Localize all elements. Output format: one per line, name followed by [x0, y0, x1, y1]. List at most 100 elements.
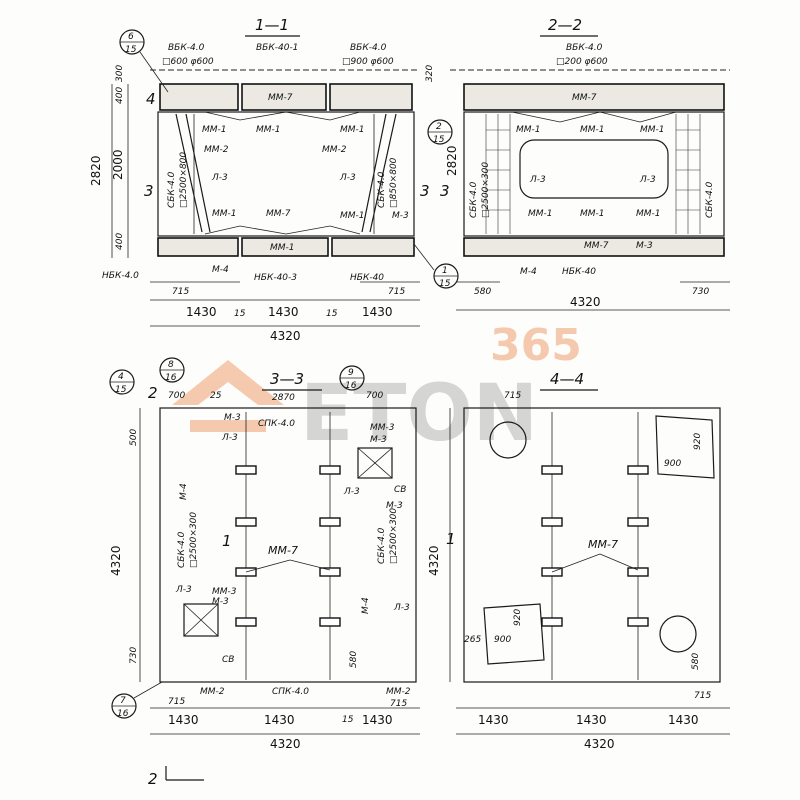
round-hole-top [489, 421, 527, 459]
dim-700-right: 700 [366, 391, 383, 401]
dim-400-bottom: 400 [115, 233, 125, 250]
section-1-1: 1—1 ВБК-4.0 □600 φ600 ВБК-40 [89, 16, 459, 343]
label-l3-s33-c: Л-3 [175, 585, 192, 595]
round-hole-bottom [659, 615, 697, 653]
dim-730-s33: 730 [129, 647, 139, 664]
label-mm7-lower: ММ-7 [266, 209, 291, 219]
label-vbk-left: ВБК-4.0 [168, 43, 205, 53]
dim-920-s44-top: 920 [693, 433, 703, 450]
dim-4320-s11: 4320 [270, 329, 301, 343]
top-slab-middle [241, 83, 327, 111]
dim-25-s33: 25 [210, 391, 222, 401]
label-mm1-lower-left: ММ-1 [212, 209, 237, 219]
label-sbk-s33-right-sub: □2500×300 [389, 508, 399, 564]
label-sbk-s33-left-sub: □2500×300 [189, 512, 199, 568]
label-vbk-right: ВБК-4.0 [350, 43, 387, 53]
dim-1430-b: 1430 [268, 305, 299, 319]
dim-2820-s22: 2820 [445, 145, 459, 176]
label-sbk-right: СБК-4.0 [377, 171, 387, 208]
arrow-label-3-s22: 3 [440, 182, 450, 200]
svg-text:6: 6 [128, 32, 134, 42]
watermark: 365 ETON [172, 320, 582, 459]
section-2-2: 2—2 ВБК-4.0 □200 φ600 ММ-7 ММ-1 ММ-1 ММ-… [425, 16, 730, 311]
dim-700-left: 700 [168, 391, 185, 401]
label-hole-s22: □200 φ600 [556, 57, 608, 67]
label-m3: М-3 [392, 211, 409, 221]
label-m3-s22: М-3 [636, 241, 653, 251]
label-sbk-s33-right: СБК-4.0 [377, 527, 387, 564]
watermark-bar-icon [190, 420, 266, 432]
section-4-4: 4—4 ММ-7 715 900 900 265 920 920 580 715… [427, 370, 730, 751]
label-mm1-s22-b: ММ-1 [580, 125, 605, 135]
label-mm1-s22-e: ММ-1 [580, 209, 605, 219]
label-sbk-s22-left: СБК-4.0 [469, 181, 479, 218]
label-cv-top: СВ [394, 485, 406, 495]
dim-580-s44: 580 [691, 653, 701, 670]
top-slab-right [329, 83, 413, 111]
dim-730-s22: 730 [692, 287, 709, 297]
top-slab-left [159, 83, 239, 111]
svg-text:15: 15 [439, 279, 451, 289]
svg-text:15: 15 [125, 45, 137, 55]
label-mm7-s44: ММ-7 [588, 538, 618, 551]
label-nbk-left: НБК-4.0 [102, 271, 139, 281]
dim-920-s44-bottom: 920 [513, 609, 523, 626]
section-title-2-2: 2—2 [548, 16, 582, 34]
dim-500-s33: 500 [129, 429, 139, 446]
label-l3-s22-left: Л-3 [529, 175, 546, 185]
dim-4320-s44-vert: 4320 [427, 545, 441, 576]
label-m3-s33-c: М-3 [386, 501, 403, 511]
label-l3-s33-b: Л-3 [343, 487, 360, 497]
label-nbk-s22: НБК-40 [562, 267, 596, 277]
label-vbk-middle: ВБК-40-1 [256, 43, 298, 53]
label-l3-left: Л-3 [211, 173, 228, 183]
plan-outline-4-4 [463, 407, 721, 683]
label-sbk-left: СБК-4.0 [167, 171, 177, 208]
arrow-label-1-s44: 1 [446, 530, 456, 548]
label-mm3-s33-d: ММ-3 [212, 587, 237, 597]
dim-1430-s44-c: 1430 [668, 713, 699, 727]
label-mm2-right: ММ-2 [322, 145, 347, 155]
svg-text:16: 16 [345, 381, 357, 391]
svg-text:9: 9 [348, 368, 354, 378]
label-l3-s33-d: Л-3 [393, 603, 410, 613]
label-mm1-c: ММ-1 [340, 125, 365, 135]
dim-400-top: 400 [115, 87, 125, 104]
dim-715-s33-right: 715 [390, 699, 407, 709]
dim-15-a: 15 [234, 309, 246, 319]
label-mm3-s33-b: ММ-3 [370, 423, 395, 433]
square-hole-top [655, 415, 715, 479]
svg-text:15: 15 [115, 385, 127, 395]
label-m4-s33-a: М-4 [179, 483, 189, 500]
svg-text:15: 15 [433, 135, 445, 145]
dim-15-s33: 15 [342, 715, 354, 725]
dim-715-left: 715 [172, 287, 189, 297]
cv-box-bottom [183, 603, 219, 637]
label-mm7-s33: ММ-7 [268, 544, 298, 557]
label-mm1-b: ММ-1 [256, 125, 281, 135]
label-sbk-right-sub: □850×800 [389, 157, 399, 208]
dim-4320-s22: 4320 [570, 295, 601, 309]
section-3-3: 3—3 ММ-7 СПК-4.0 СПК-4.0 М-3 Л-3 ММ-3 М-… [109, 357, 420, 788]
label-mm1-s22-d: ММ-1 [528, 209, 553, 219]
arrow-label-1-s33: 1 [222, 532, 232, 550]
label-sbk-s33-left: СБК-4.0 [177, 531, 187, 568]
label-l3-s33-a: Л-3 [221, 433, 238, 443]
dim-1430-c: 1430 [362, 305, 393, 319]
mm7-plates-4-4 [541, 465, 649, 627]
label-spk-top: СПК-4.0 [258, 419, 295, 429]
callout-4-15: 4 15 [109, 369, 135, 395]
svg-text:4: 4 [118, 372, 124, 382]
label-mm2-left: ММ-2 [204, 145, 229, 155]
svg-text:16: 16 [165, 373, 177, 383]
callout-7-16: 7 16 [111, 681, 163, 719]
label-sbk-left-sub: □2500×800 [179, 152, 189, 208]
label-mm1-s22-f: ММ-1 [636, 209, 661, 219]
bottom-slab-middle [241, 237, 329, 257]
dim-1430-s44-a: 1430 [478, 713, 509, 727]
label-hole-left: □600 φ600 [162, 57, 214, 67]
section-title-3-3: 3—3 [270, 370, 304, 388]
dim-1430-s33-a: 1430 [168, 713, 199, 727]
